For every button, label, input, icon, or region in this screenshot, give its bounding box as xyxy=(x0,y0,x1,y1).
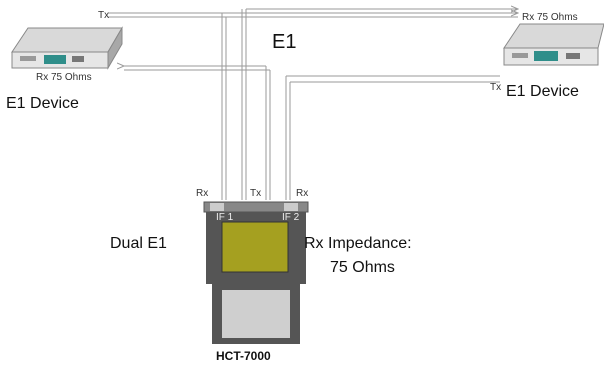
device-label-right: E1 Device xyxy=(506,83,579,100)
tester-screen xyxy=(221,221,289,273)
e1-center-label: E1 xyxy=(272,31,296,53)
port-rx-left-label: Rx xyxy=(196,188,208,199)
rx-impedance-line1: Rx Impedance: xyxy=(304,235,412,252)
e1-device-left xyxy=(11,26,123,70)
port-1-label: IF 1 xyxy=(216,212,234,223)
port-tx-label: Tx xyxy=(250,188,261,199)
rx-label-top-right: Rx 75 Ohms xyxy=(522,12,578,23)
port-2-label: IF 2 xyxy=(282,212,300,223)
tester-keypad xyxy=(222,290,290,338)
hct-7000-tester xyxy=(203,201,309,344)
wires xyxy=(108,9,518,200)
e1-device-right xyxy=(503,23,604,66)
rx-label-left: Rx 75 Ohms xyxy=(36,72,92,83)
labels: Tx Rx 75 Ohms E1 Rx 75 Ohms E1 Device Tx… xyxy=(6,10,579,363)
dual-e1-label: Dual E1 xyxy=(110,235,167,252)
tx-label-right: Tx xyxy=(490,82,501,93)
model-label: HCT-7000 xyxy=(216,349,271,363)
tx-label-top-left: Tx xyxy=(98,10,109,21)
rx-impedance-line2: 75 Ohms xyxy=(330,259,395,276)
device-label-left: E1 Device xyxy=(6,95,79,112)
device-display-left xyxy=(44,55,66,64)
device-display-right xyxy=(534,51,558,61)
port-rx-right-label: Rx xyxy=(296,188,308,199)
